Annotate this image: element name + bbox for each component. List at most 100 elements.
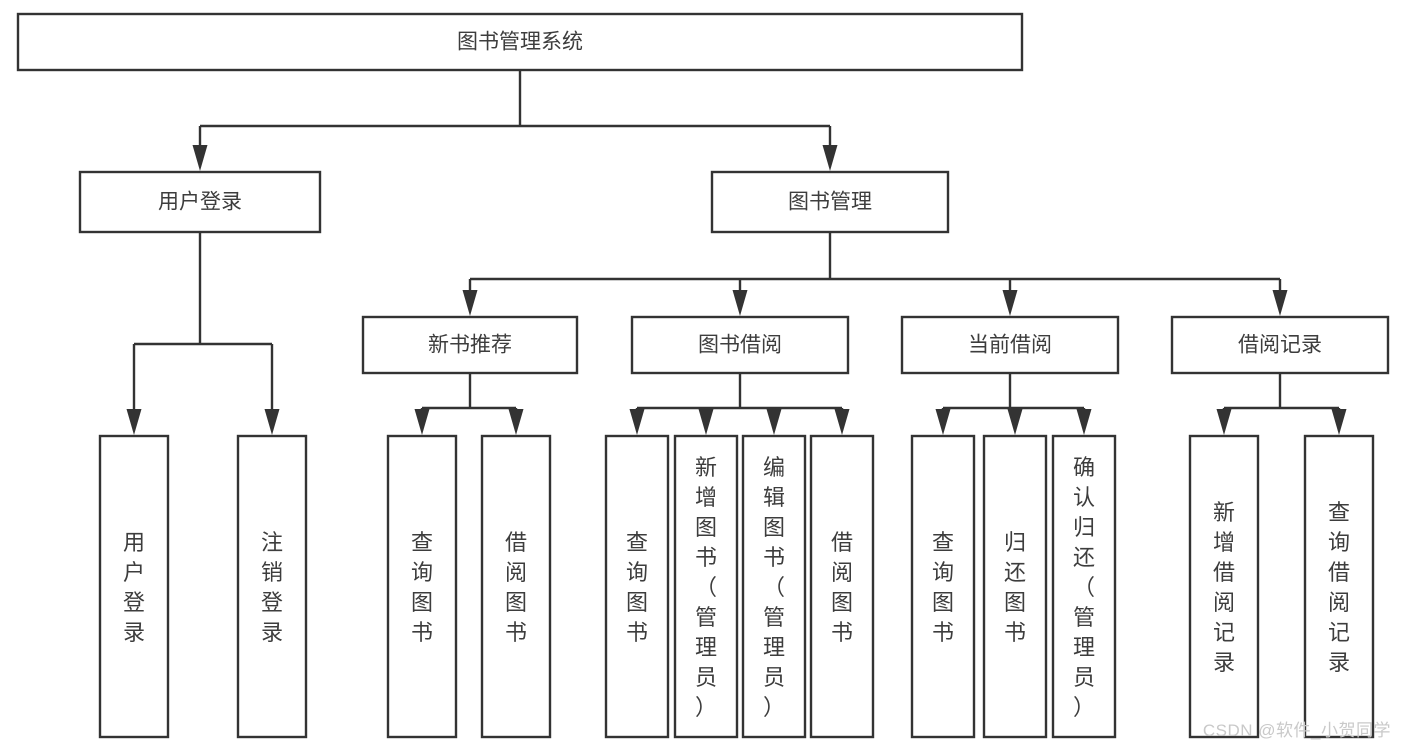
node-rect [604,434,670,739]
arrow-head-icon [126,409,142,435]
node-label-char: 编 [763,455,785,480]
node-label-char: 注 [261,530,283,555]
node-level3-current-borrow[interactable]: 当前借阅 [900,315,1120,375]
node-rect [710,170,950,234]
node-label-char: 图 [831,590,853,615]
node-label-char: 理 [695,635,717,660]
node-label-char: 登 [261,590,283,615]
node-label-char: 用 [123,530,145,555]
arrow-head-icon [698,409,714,435]
node-label-char: 书 [1004,620,1026,645]
node-label-char: ） [763,695,785,720]
node-label: 图书管理 [788,191,872,214]
node-label-char: ） [695,695,717,720]
node-label-char: 确 [1073,455,1095,480]
node-label-char: 销 [261,560,283,585]
node-label-char: 辑 [763,485,785,510]
node-level3-borrow-record[interactable]: 借阅记录 [1170,315,1390,375]
node-label: 借阅记录 [1238,334,1322,357]
node-label-char: 查 [932,530,954,555]
node-label-char: 还 [1073,545,1095,570]
node-rect [673,434,739,739]
node-rect [1188,434,1260,739]
node-label-char: 询 [626,560,648,585]
node-label-char: 理 [1073,635,1095,660]
node-rect [741,434,807,739]
node-label-char: 阅 [505,560,527,585]
arrow-head-icon [1007,409,1023,435]
node-label-char: 录 [1328,650,1350,675]
node-label-char: （ [763,575,785,600]
node-label: 当前借阅 [968,334,1052,357]
node-label-char: 阅 [1213,590,1235,615]
node-label-char: （ [1073,575,1095,600]
arrow-head-icon [1272,290,1288,316]
node-label-char: 书 [626,620,648,645]
node-label-char: 书 [411,620,433,645]
arrow-head-icon [834,409,850,435]
node-label-char: 归 [1004,530,1026,555]
node-leaf-leaf-user-login[interactable]: 用户登录 [98,434,170,739]
node-label-char: 图 [763,515,785,540]
node-rect [386,434,458,739]
node-level2-book-manage[interactable]: 图书管理 [710,170,950,234]
node-label-char: 登 [123,590,145,615]
node-label-char: 阅 [831,560,853,585]
node-label-char: 询 [1328,530,1350,555]
node-label-char: 员 [763,665,785,690]
node-rect [1170,315,1390,375]
node-level3-new-book-rec[interactable]: 新书推荐 [361,315,579,375]
arrow-head-icon [732,290,748,316]
node-rect [910,434,976,739]
node-rect [1303,434,1375,739]
node-label-char: 借 [1213,560,1235,585]
node-label-char: 查 [1328,500,1350,525]
node-label: 新书推荐 [428,334,512,357]
node-label-char: 还 [1004,560,1026,585]
node-label: 用户登录 [158,191,242,214]
node-label-char: 书 [505,620,527,645]
node-label-char: ） [1073,695,1095,720]
node-label-char: 借 [831,530,853,555]
node-level2-user-login[interactable]: 用户登录 [78,170,322,234]
node-rect [361,315,579,375]
node-label-char: 借 [505,530,527,555]
arrow-head-icon [414,409,430,435]
node-rect [982,434,1048,739]
arrow-head-icon [462,290,478,316]
arrow-head-icon [264,409,280,435]
node-label-char: 增 [695,485,717,510]
node-label-char: 管 [695,605,717,630]
node-root-root[interactable]: 图书管理系统 [16,12,1024,72]
node-level3-book-borrow[interactable]: 图书借阅 [630,315,850,375]
arrow-head-icon [1076,409,1092,435]
arrow-head-icon [1002,290,1018,316]
arrow-head-icon [192,145,208,171]
arrow-head-icon [822,145,838,171]
node-label-char: 查 [411,530,433,555]
node-label-char: 记 [1213,620,1235,645]
connector-layer [126,70,1347,435]
arrow-head-icon [935,409,951,435]
node-label-char: 图 [1004,590,1026,615]
node-label-char: 录 [261,620,283,645]
node-label-char: 借 [1328,560,1350,585]
node-label-char: 录 [1213,650,1235,675]
node-label-char: 录 [123,620,145,645]
node-label-char: 查 [626,530,648,555]
node-label-char: （ [695,575,717,600]
node-rect [630,315,850,375]
